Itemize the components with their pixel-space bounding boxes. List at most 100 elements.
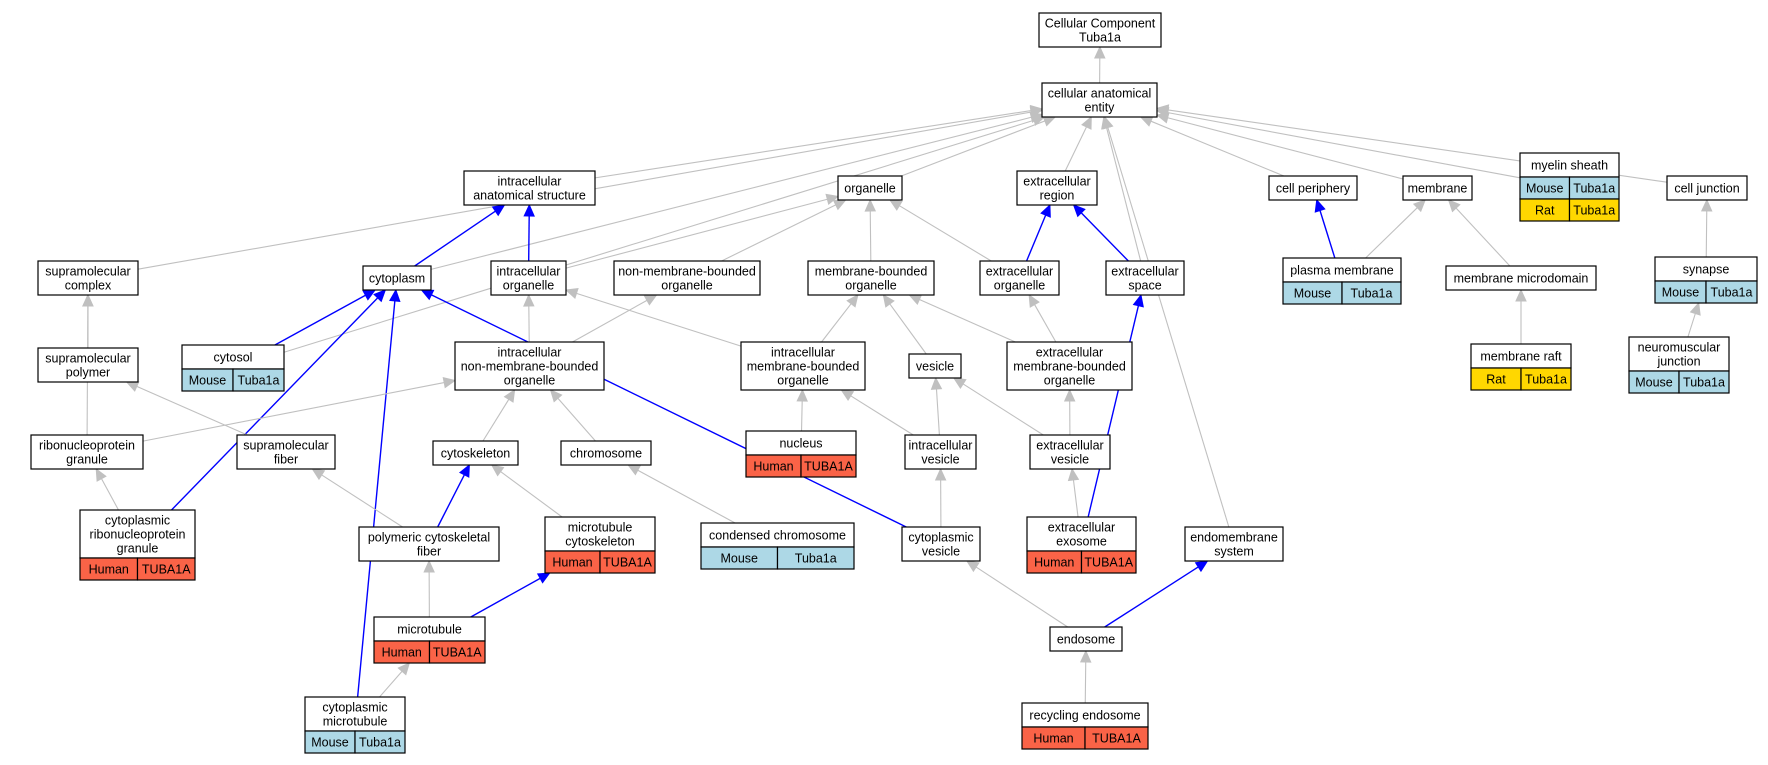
mouse-cell [1705, 280, 1758, 304]
human-cell-label: Human [552, 556, 592, 570]
node-chrom[interactable]: chromosome [560, 440, 652, 466]
node-label: microtubule [397, 623, 462, 637]
edge-ecspace-to-ecr [1072, 204, 1129, 262]
edge-arrowhead [934, 467, 947, 481]
node-crnpg[interactable]: cytoplasmicribonucleoproteingranuleHuman… [79, 509, 196, 581]
node-endosome[interactable]: endosome [1049, 626, 1123, 652]
node-organelle[interactable]: organelle [837, 175, 903, 201]
node-label: organelle [777, 374, 828, 388]
edge-arrowhead [840, 389, 855, 401]
mouse-cell [354, 730, 406, 754]
node-label: non-membrane-bounded [618, 265, 756, 279]
node-cytosk[interactable]: cytoskeleton [432, 440, 519, 466]
edge-plasma-to-membrane [1365, 199, 1427, 259]
node-box [901, 526, 981, 562]
node-label: Cellular Component [1045, 17, 1156, 31]
edge-icmbo-to-mbo [821, 294, 859, 343]
edge-arrowhead [82, 293, 94, 307]
node-vesicle[interactable]: vesicle [908, 353, 962, 379]
edge-line [919, 298, 1016, 343]
edge-line [527, 215, 530, 262]
edge-line [414, 210, 496, 267]
edge-line [889, 303, 927, 355]
edge-arrowhead [1700, 198, 1713, 212]
edge-line [431, 294, 907, 528]
node-icnmbo[interactable]: intracellularnon-membrane-boundedorganel… [454, 341, 605, 391]
mouse-cell-label: Tuba1a [1683, 376, 1725, 390]
edge-icnmbo-to-icorg [523, 293, 535, 343]
mouse-cell-label: Tuba1a [1573, 182, 1615, 196]
human-cell-label: Human [382, 646, 422, 660]
node-box [1038, 12, 1162, 48]
edge-arrowhead [952, 377, 967, 390]
edge-line [470, 577, 541, 618]
node-box [1470, 343, 1572, 369]
node-celljunc[interactable]: cell junction [1666, 175, 1748, 201]
node-box [1282, 257, 1402, 283]
mouse-cell-label: Mouse [1294, 287, 1332, 301]
edge-line [869, 210, 872, 262]
node-label: endomembrane [1190, 531, 1278, 545]
node-membrane[interactable]: membrane [1402, 175, 1473, 201]
rat-cell-label: Tuba1a [1573, 204, 1615, 218]
mouse-cell-label: Tuba1a [238, 374, 280, 388]
node-label: cytoskeleton [565, 535, 635, 549]
edge-line [899, 205, 992, 262]
node-label: membrane [1408, 182, 1468, 196]
edge-icves-to-icmbo [840, 389, 914, 436]
edge-plasma-to-cellper [1314, 198, 1336, 259]
node-label: organelle [1044, 374, 1095, 388]
mouse-cell-label: Mouse [311, 736, 349, 750]
human-cell-label: TUBA1A [142, 563, 191, 577]
node-memmicro[interactable]: membrane microdomain [1445, 265, 1597, 291]
edge-line [557, 397, 596, 442]
node-label: granule [117, 542, 159, 556]
edge-line [321, 474, 403, 528]
edge-arrowhead [1094, 45, 1106, 59]
edge-arrowhead [1072, 204, 1086, 218]
node-cellper[interactable]: cell periphery [1268, 175, 1358, 201]
node-box [454, 341, 605, 391]
edge-synapse-to-celljunc [1700, 198, 1713, 258]
node-cytoplasm[interactable]: cytoplasm [362, 265, 432, 291]
edge-line [437, 474, 465, 528]
edge-arrowhead [1042, 115, 1057, 127]
node-box [1519, 152, 1620, 178]
edge-line [171, 297, 379, 511]
node-label: endosome [1057, 633, 1115, 647]
node-box [1006, 341, 1133, 391]
